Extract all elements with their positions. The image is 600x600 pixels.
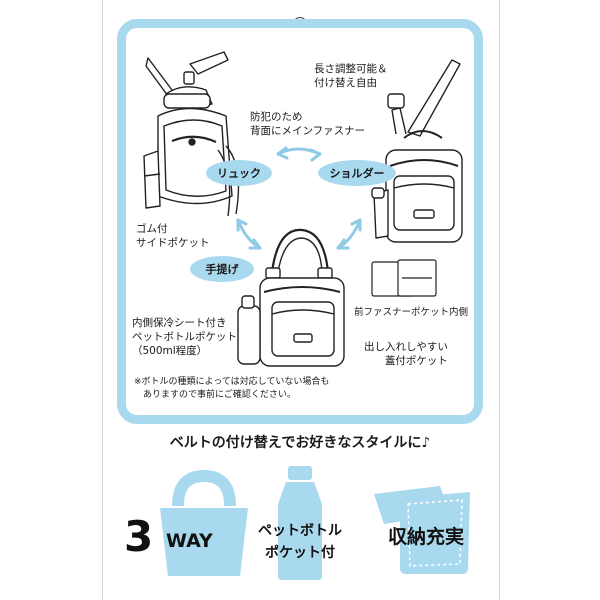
bag-handle-icon <box>160 469 248 576</box>
label-bottle-pocket: 内側保冷シート付き ペットボトルポケット （500ml程度） <box>132 317 237 357</box>
label-adjustable-strap: 長さ調整可能＆ 付け替え自由 <box>314 63 388 89</box>
tagline: ベルトの付け替えでお好きなスタイルに♪ <box>169 435 431 451</box>
mode-handbag-badge: 手提げ <box>190 256 254 282</box>
three-way-number: 3 <box>124 512 154 561</box>
label-flap-pocket: 出し入れしやすい 蓋付ポケット <box>364 341 448 367</box>
label-side-pocket: ゴム付 サイドポケット <box>136 223 210 249</box>
cycle-arrows <box>236 146 362 250</box>
three-way-text: WAY <box>166 530 213 552</box>
bottle-icon <box>278 466 322 580</box>
storage-text: 収納充実 <box>387 526 464 548</box>
label-front-pocket-inner: 前ファスナーポケット内側 <box>354 307 469 318</box>
handbag-illustration <box>237 228 345 367</box>
pocket-storage-icon <box>374 486 470 574</box>
bottle-pocket-text: ペットボトル ポケット付 <box>258 523 342 561</box>
mode-shoulder-badge: ショルダー <box>318 160 396 186</box>
mode-backpack-badge: リュック <box>206 160 272 186</box>
label-anti-theft-zipper: 防犯のため 背面にメインファスナー <box>250 111 366 137</box>
shoulder-bag-illustration <box>371 59 463 243</box>
disclaimer-note: ※ボトルの種類によっては対応していない場合も ありますので事前にご確認ください。 <box>134 377 330 400</box>
inner-pocket-illustration <box>371 259 437 297</box>
